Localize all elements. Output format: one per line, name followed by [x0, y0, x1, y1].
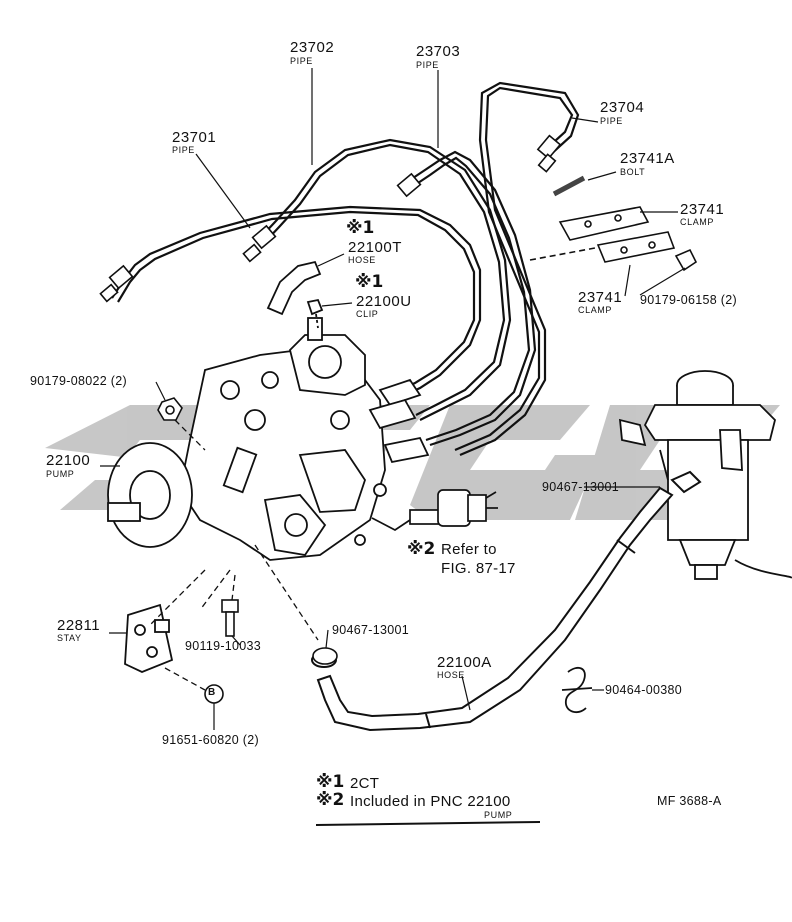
injection-pipes	[111, 81, 580, 457]
fuel-cut-solenoid	[371, 489, 498, 531]
label-23703: 23703	[416, 43, 461, 60]
label-22100-name: PUMP	[46, 469, 75, 479]
label-23741A: 23741A	[620, 150, 675, 167]
label-90467-13001-lower: 90467-13001	[332, 623, 409, 637]
note-1-mark: ※1	[316, 772, 345, 792]
clip-90467-lower	[312, 647, 338, 665]
label-23704-name: PIPE	[600, 116, 623, 126]
clip-90464	[561, 666, 593, 714]
mark-refer: ※2	[407, 539, 436, 559]
fuel-filter	[618, 370, 792, 580]
label-90464-00380: 90464-00380	[605, 683, 682, 697]
bolt-marker-b: B	[208, 687, 216, 698]
label-23741-upper-name: CLAMP	[680, 217, 715, 227]
label-22811: 22811	[57, 617, 101, 634]
label-22100T: 22100T	[348, 239, 402, 256]
note-1-text: 2CT	[350, 775, 380, 792]
label-22100U-name: CLIP	[356, 309, 379, 319]
label-23741-upper: 23741	[680, 201, 725, 218]
label-22100U: 22100U	[356, 293, 412, 310]
label-22100: 22100	[46, 452, 91, 469]
refer-line1: Refer to	[441, 541, 497, 558]
label-23741-lower-name: CLAMP	[578, 305, 613, 315]
nut-90179-08022	[157, 397, 183, 421]
leader-lines	[100, 68, 686, 826]
label-90179-06158: 90179-06158 (2)	[640, 293, 737, 307]
label-23704: 23704	[600, 99, 645, 116]
label-90179-08022: 90179-08022 (2)	[30, 374, 127, 388]
figure-code: MF 3688-A	[657, 794, 722, 808]
note-2-mark: ※2	[316, 790, 345, 810]
label-23701-name: PIPE	[172, 145, 195, 155]
label-90467-13001-upper: 90467-13001	[542, 480, 619, 494]
injection-pump	[107, 317, 430, 561]
label-22100A-name: HOSE	[437, 670, 465, 680]
dashed-leaders	[149, 419, 319, 691]
label-22811-name: STAY	[57, 633, 82, 643]
label-22100A: 22100A	[437, 654, 492, 671]
label-23701: 23701	[172, 129, 217, 146]
note-2-sub: PUMP	[484, 810, 513, 820]
label-23702-name: PIPE	[290, 56, 313, 66]
mark-22100U: ※1	[355, 272, 384, 292]
label-22100T-name: HOSE	[348, 255, 376, 265]
label-91651-60820: 91651-60820 (2)	[162, 733, 259, 747]
stay-22811	[124, 603, 174, 673]
label-23703-name: PIPE	[416, 60, 439, 70]
label-23702: 23702	[290, 39, 335, 56]
label-90119-10033: 90119-10033	[185, 639, 262, 653]
hose-22100T	[266, 260, 324, 329]
label-23741A-name: BOLT	[620, 167, 646, 177]
label-23741-lower: 23741	[578, 289, 623, 306]
pipe-nuts	[99, 134, 562, 303]
bolt-90119	[221, 599, 239, 637]
refer-line2: FIG. 87-17	[441, 560, 516, 577]
note-2-text: Included in PNC 22100	[350, 793, 511, 810]
mark-22100T: ※1	[346, 218, 375, 238]
clamp-assembly	[529, 175, 698, 272]
